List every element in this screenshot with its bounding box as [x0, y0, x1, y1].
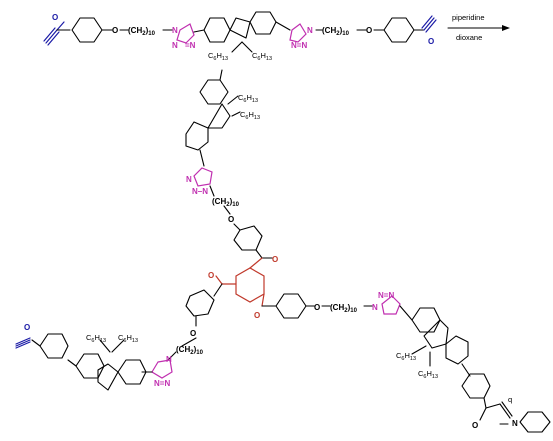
- q-label: q: [508, 395, 512, 404]
- triazole-n3-left: N: [172, 41, 178, 50]
- triazole-n2-left: =N: [185, 41, 196, 50]
- ether-o-left: O: [112, 26, 118, 35]
- central-benzene-core: O O: [208, 257, 265, 320]
- triazole-p1-n: N: [186, 175, 192, 184]
- ether-o-right: O: [366, 26, 372, 35]
- triazole-p3-nn: N=N: [378, 291, 394, 300]
- carbonyl-core-bottom: O: [254, 311, 260, 320]
- piperidine-n: N: [512, 419, 518, 428]
- hexyl-p2: C6H13: [240, 110, 260, 121]
- triazole-p1-nn: N–N: [192, 187, 208, 196]
- product-top-arm: C6H13 C6H13 N N–N (CH2)10 O O: [185, 69, 278, 264]
- hexyl-top-left: C6H13: [208, 51, 228, 62]
- carbonyl-enaminone: O: [472, 421, 478, 430]
- ether-p2: O: [190, 329, 196, 338]
- carbonyl-core-top: O: [272, 255, 278, 264]
- hexyl-top-right: C6H13: [252, 51, 272, 62]
- carbonyl-core-left: O: [208, 271, 214, 280]
- triazole-p2-nn: N=N: [154, 379, 170, 388]
- carbonyl-o-left-end: O: [24, 323, 30, 332]
- hexyl-p6: C6H13: [418, 369, 438, 380]
- chain-p3: (CH2)10: [330, 303, 358, 314]
- hexyl-p5: C6H13: [396, 351, 416, 362]
- carbonyl-o-left: O: [52, 13, 58, 22]
- triazole-n-right: N=N: [291, 41, 307, 50]
- triazole-n1-left: N: [172, 26, 178, 35]
- product-right-arm: O (CH2)10 N N=N C6H13 C6H13 O q N: [261, 291, 551, 433]
- hexyl-p3: C6H13: [86, 333, 106, 344]
- chain-right-top: (CH2)10: [322, 26, 350, 37]
- arrow-head: [502, 25, 510, 31]
- product-left-arm: O (CH2)10 N N=N C6H13 C6H13 O: [15, 283, 223, 391]
- ether-p1: O: [228, 215, 234, 224]
- reaction-arrow-group: piperidine dioxane: [447, 13, 510, 42]
- chain-left-top: (CH2)10: [128, 26, 156, 37]
- hexyl-p4: C6H13: [118, 333, 138, 344]
- triazole-p2-n: N: [166, 355, 172, 364]
- reagent-dioxane: dioxane: [456, 33, 482, 42]
- reagent-piperidine: piperidine: [452, 13, 485, 22]
- chain-p1: (CH2)10: [212, 197, 240, 208]
- chain-p2: (CH2)10: [176, 345, 204, 356]
- triazole-n1-right: N: [307, 26, 313, 35]
- carbonyl-o-right: O: [428, 37, 434, 46]
- reactant-molecule: O O (CH2)10 N N =N C6H13 C6H13 N N=N (CH…: [43, 11, 437, 62]
- triazole-p3-n: N: [372, 303, 378, 312]
- hexyl-p1: C6H13: [238, 93, 258, 104]
- ether-p3: O: [314, 303, 320, 312]
